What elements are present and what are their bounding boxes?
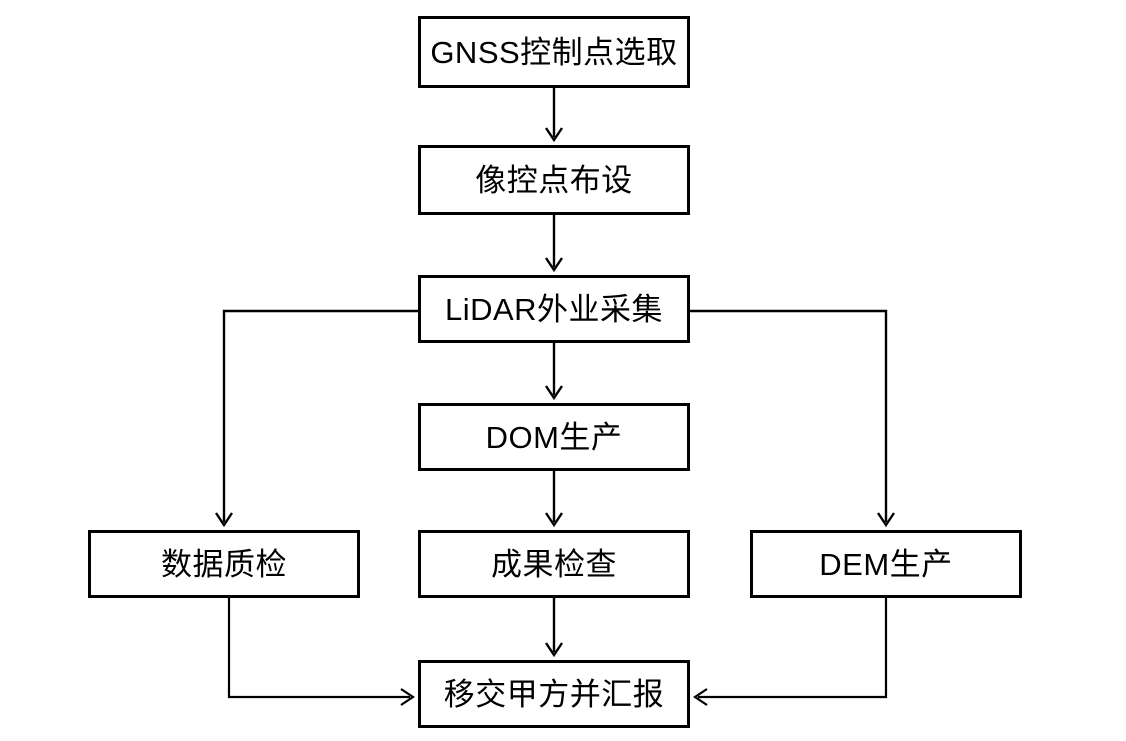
edge-lidar-to-dom	[545, 343, 563, 401]
node-label: 像控点布设	[475, 162, 633, 198]
node-label: DEM生产	[819, 546, 953, 582]
edge-dem-to-handover	[693, 598, 888, 706]
edge-control-pts-to-lidar	[545, 215, 563, 273]
node-lidar-field-collection[interactable]: LiDAR外业采集	[418, 275, 690, 343]
edge-lidar-to-quality	[215, 309, 418, 528]
edge-result-to-handover	[545, 598, 563, 658]
node-dom-production[interactable]: DOM生产	[418, 403, 690, 471]
edge-dom-to-result	[545, 471, 563, 528]
node-dem-production[interactable]: DEM生产	[750, 530, 1022, 598]
node-handover-and-report[interactable]: 移交甲方并汇报	[418, 660, 690, 728]
node-label: LiDAR外业采集	[444, 291, 664, 327]
node-label: GNSS控制点选取	[430, 34, 678, 70]
node-image-control-point-layout[interactable]: 像控点布设	[418, 145, 690, 215]
node-label: 移交甲方并汇报	[443, 676, 665, 712]
edge-gnss-to-control-pts	[545, 88, 563, 143]
edge-quality-to-handover	[227, 598, 415, 706]
node-label: 成果检查	[491, 546, 617, 582]
node-result-check[interactable]: 成果检查	[418, 530, 690, 598]
node-gnss-control-point-selection[interactable]: GNSS控制点选取	[418, 16, 690, 88]
node-label: 数据质检	[161, 546, 287, 582]
edge-lidar-to-dem	[690, 309, 895, 528]
node-data-quality-inspection[interactable]: 数据质检	[88, 530, 360, 598]
node-label: DOM生产	[485, 419, 623, 455]
